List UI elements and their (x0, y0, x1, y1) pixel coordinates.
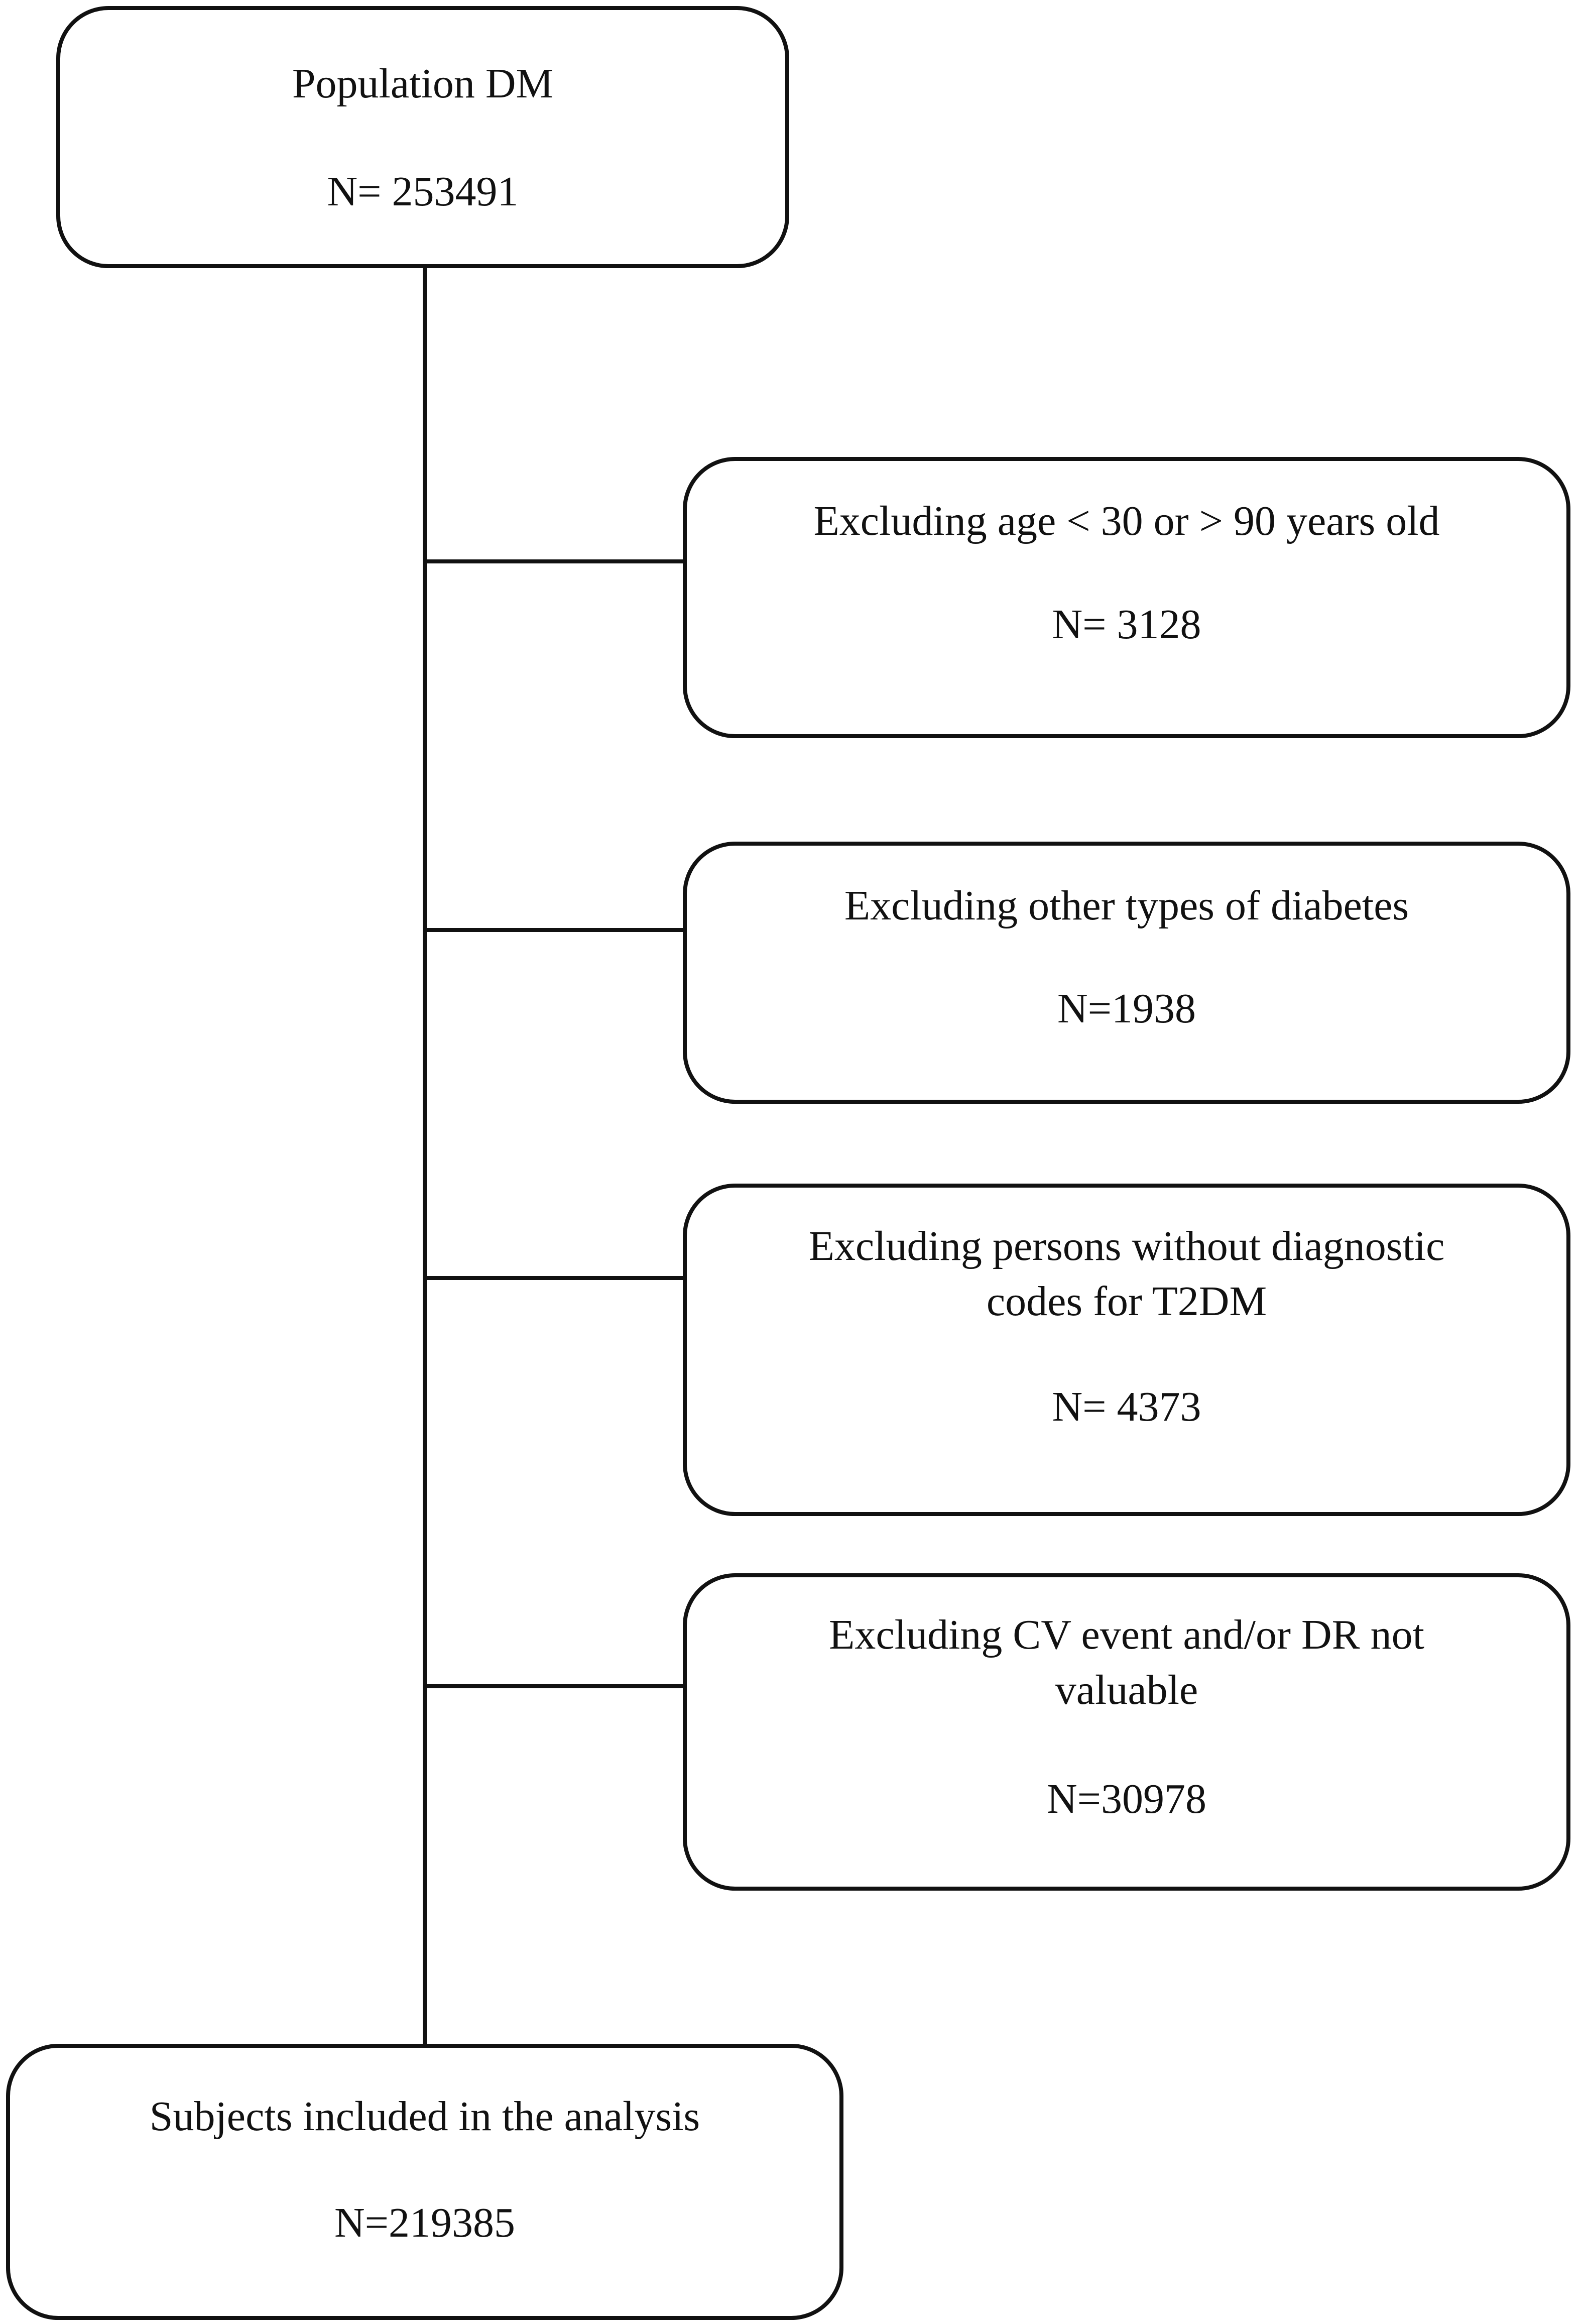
exclusion-label-cv: Excluding CV event and/or DR not valuabl… (829, 1611, 1424, 1713)
exclusion-box-age (683, 457, 1570, 738)
exclusion-label-codes: Excluding persons without diagnostic cod… (808, 1223, 1445, 1325)
included-box (6, 2044, 843, 2320)
included-count: N=219385 (334, 2199, 516, 2246)
included-label: Subjects included in the analysis (149, 2093, 700, 2140)
exclusion-box-types (683, 842, 1570, 1104)
exclusion-label-types: Excluding other types of diabetes (844, 882, 1409, 929)
population-count: N= 253491 (327, 168, 519, 215)
population-box (56, 6, 789, 268)
exclusion-box-cv (683, 1573, 1570, 1891)
population-label: Population DM (292, 60, 554, 107)
exclusion-count-types: N=1938 (1057, 985, 1196, 1032)
exclusion-count-codes: N= 4373 (1052, 1383, 1201, 1430)
exclusion-box-codes (683, 1184, 1570, 1516)
exclusion-label-age: Excluding age < 30 or > 90 years old (813, 498, 1440, 544)
exclusion-count-cv: N=30978 (1046, 1776, 1207, 1822)
exclusion-count-age: N= 3128 (1052, 601, 1201, 648)
